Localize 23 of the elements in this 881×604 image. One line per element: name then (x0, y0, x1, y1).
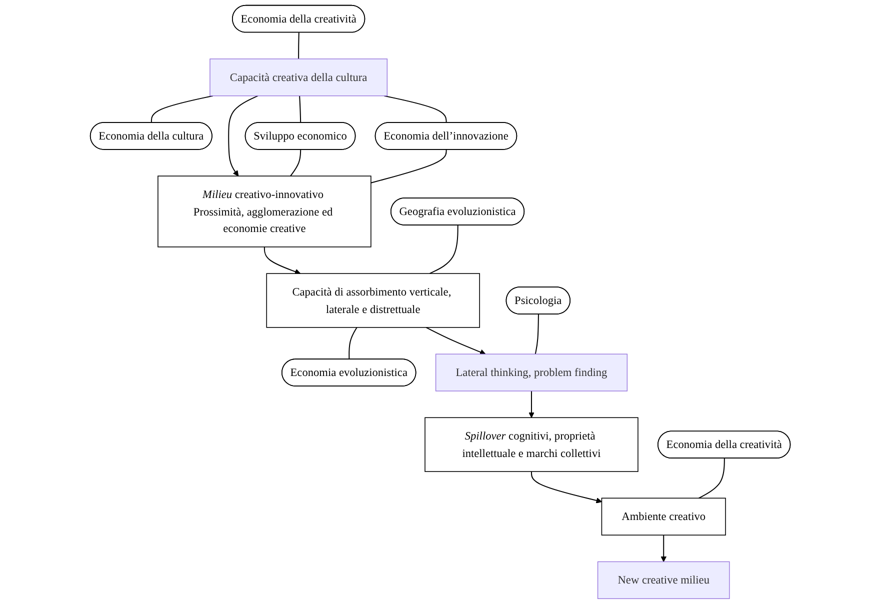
connector (299, 95, 302, 124)
connector (348, 326, 358, 360)
arrow (228, 95, 259, 176)
connector (370, 149, 448, 184)
connector (429, 224, 459, 274)
node-box: Ambiente creativo (602, 498, 726, 536)
node-box: Capacità di assorbimento verticale, laterale e distrettuale (266, 273, 480, 328)
connector (298, 32, 300, 60)
connector (698, 458, 726, 499)
arrow (660, 534, 667, 562)
connector (290, 149, 302, 177)
arrow (426, 326, 486, 355)
node-box: New creative milieu (598, 561, 730, 599)
connector (535, 314, 540, 355)
node-box: Lateral thinking, problem finding (436, 354, 628, 392)
arrow (531, 471, 602, 504)
arrow (528, 390, 535, 418)
node-box: Capacità creativa della cultura (210, 58, 388, 96)
connector (384, 95, 448, 124)
node-box: Milieu creativo-innovativo Prossimità, agglomerazione ed economie creative (158, 176, 372, 248)
connector (151, 95, 214, 124)
node-box: Spillover cognitivi, proprietà intellettuale e marchi collettivi (424, 417, 639, 472)
arrow (264, 246, 301, 274)
